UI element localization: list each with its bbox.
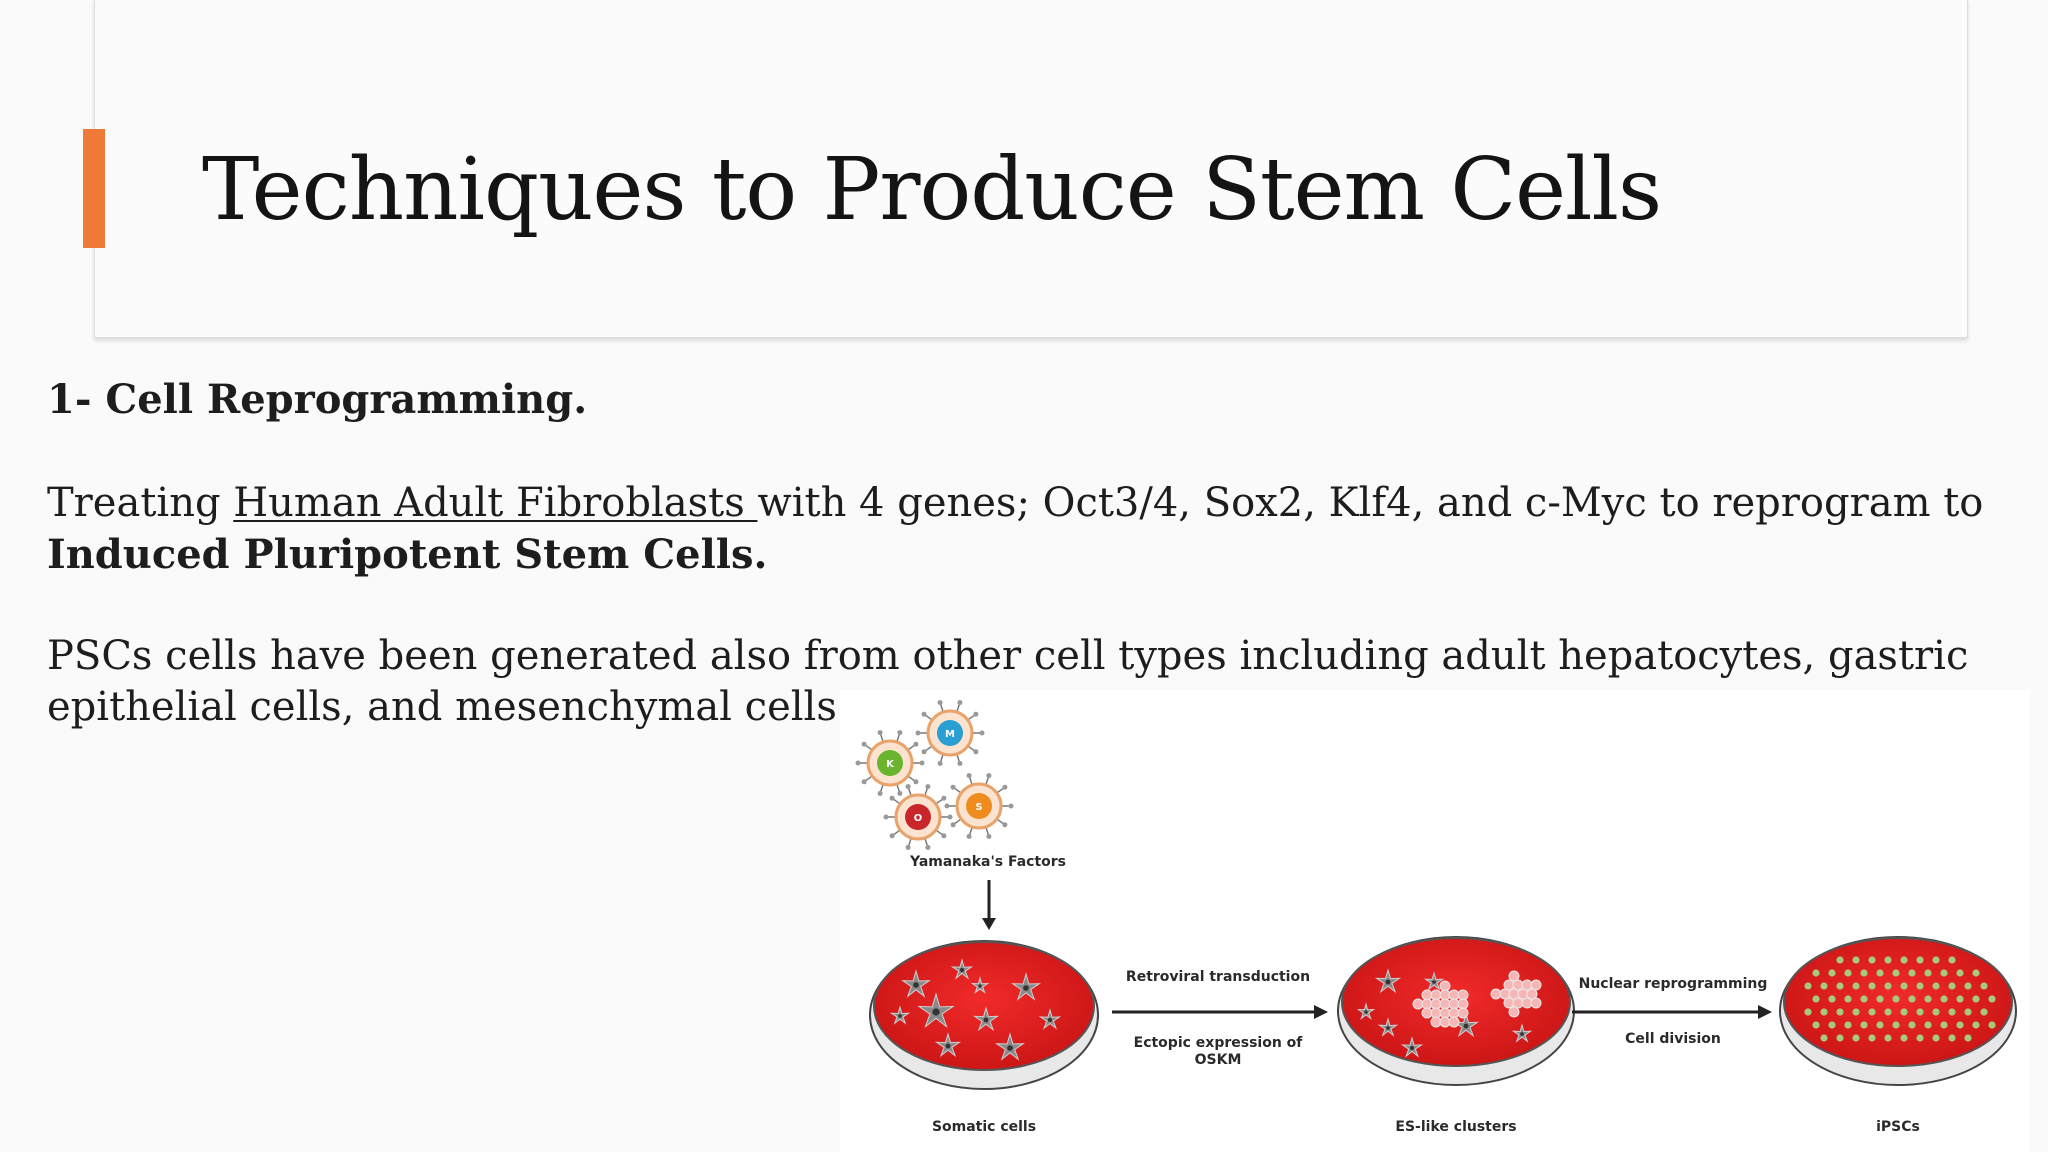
arrow1-bottom-label-2: OSKM (1195, 1052, 1242, 1068)
factor-particle: S (944, 773, 1014, 839)
factor-letter: M (945, 729, 955, 740)
dish2-label: ES-like clusters (1395, 1119, 1516, 1135)
arrow1-bottom-label-1: Ectopic expression of (1134, 1035, 1304, 1051)
dish3-label: iPSCs (1876, 1119, 1920, 1135)
bold-term: Induced Pluripotent Stem Cells. (47, 531, 768, 578)
arrow2-top-label: Nuclear reprogramming (1579, 976, 1768, 992)
down-arrow-head (982, 918, 996, 930)
factor-particle: O (883, 784, 953, 850)
reprogramming-diagram: K M O S Yamanaka's Factors Somatic cells Re… (840, 690, 2030, 1152)
arrow1-top-label: Retroviral transduction (1126, 969, 1310, 985)
factor-particle: M (915, 700, 985, 766)
factor-letter: S (975, 802, 982, 813)
text-middle: with 4 genes; Oct3/4, Sox2, Klf4, and c-… (757, 480, 1984, 526)
paragraph-other-cells: PSCs cells have been generated also from… (47, 631, 1968, 733)
factor-letter: O (914, 813, 923, 824)
accent-bar (83, 129, 105, 248)
arrow2-bottom-label: Cell division (1625, 1031, 1721, 1047)
factor-letter: K (886, 759, 895, 770)
slide-title: Techniques to Produce Stem Cells (202, 140, 1662, 240)
diagram-svg: K M O S Yamanaka's Factors Somatic cells Re… (855, 700, 2017, 1135)
factor-particle: K (855, 730, 925, 796)
section-heading: 1- Cell Reprogramming. (47, 376, 588, 423)
arrow2-head (1758, 1005, 1772, 1019)
yamanaka-factors: K M O S (855, 700, 1014, 850)
factors-label: Yamanaka's Factors (909, 854, 1066, 870)
paragraph-reprogramming: Treating Human Adult Fibroblasts with 4 … (47, 478, 1983, 580)
arrow1-head (1314, 1005, 1328, 1019)
paragraph-line: Treating Human Adult Fibroblasts with 4 … (47, 478, 1983, 529)
text-prefix: Treating (47, 480, 234, 526)
underlined-term: Human Adult Fibroblasts (233, 480, 758, 526)
dish-ipscs (1779, 936, 2017, 1086)
dish-somatic (869, 940, 1099, 1090)
paragraph-line-1: PSCs cells have been generated also from… (47, 633, 1969, 679)
dish1-label: Somatic cells (932, 1119, 1036, 1135)
title-box (94, 0, 1968, 338)
dish-es-like (1337, 936, 1575, 1086)
paragraph-line-2: epithelial cells, and mesenchymal cells (47, 684, 837, 730)
